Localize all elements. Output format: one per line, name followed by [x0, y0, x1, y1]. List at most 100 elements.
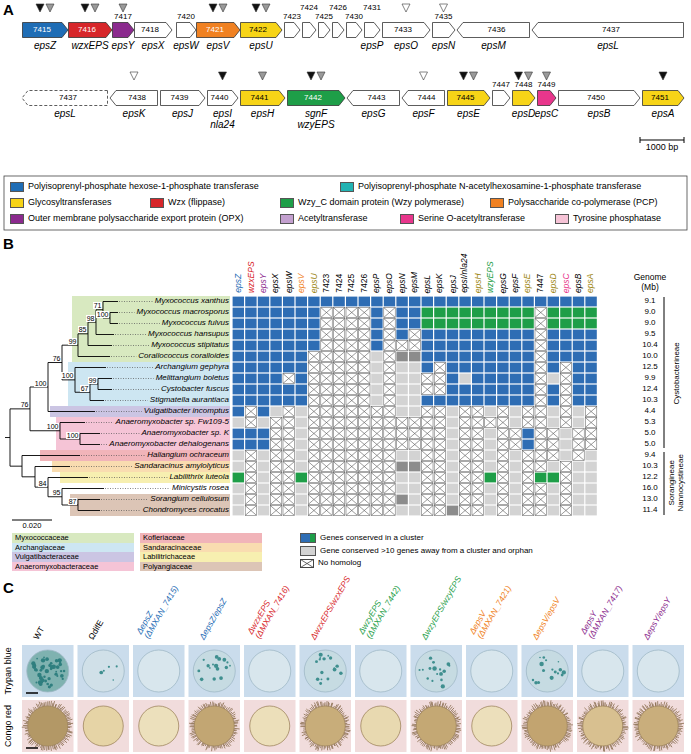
matrix-cell: [510, 440, 521, 450]
matrix-cell: [396, 429, 407, 439]
matrix-cell: [270, 297, 281, 307]
matrix-cell: [510, 484, 521, 494]
matrix-cell: [384, 341, 395, 351]
cell-fill: [434, 297, 445, 307]
cell-fill: [497, 319, 508, 329]
matrix-cell: [359, 429, 370, 439]
matrix-cell: [233, 297, 244, 307]
cell-fill: [510, 473, 521, 483]
matrix-cell: [245, 297, 256, 307]
matrix-cell: [233, 473, 244, 483]
matrix-cell: [422, 330, 433, 340]
matrix-cell: [510, 495, 521, 505]
matrix-cell: [585, 484, 596, 494]
cell-fill: [485, 440, 496, 450]
matrix-cell: [233, 396, 244, 406]
matrix-cell: [333, 506, 344, 516]
cell-fill: [245, 363, 256, 373]
cell-fill: [585, 363, 596, 373]
cell-fill: [510, 319, 521, 329]
matrix-cell: [321, 506, 332, 516]
matrix-cell: [245, 495, 256, 505]
cell-fill: [233, 473, 244, 483]
stain-spot: [229, 665, 231, 667]
matrix-cell: [548, 484, 559, 494]
matrix-cell: [459, 396, 470, 406]
matrix-cell: [346, 330, 357, 340]
matrix-cell: [422, 363, 433, 373]
matrix-cell: [422, 506, 433, 516]
cell-fill: [233, 352, 244, 362]
matrix-cell: [371, 385, 382, 395]
cell-fill: [409, 407, 420, 417]
matrix-cell: [308, 462, 319, 472]
stain-spot: [60, 674, 64, 678]
cell-fill: [447, 341, 458, 351]
matrix-cell: [573, 407, 584, 417]
trypan-colony: [22, 645, 74, 697]
cell-fill: [447, 396, 458, 406]
stain-spot: [215, 655, 219, 659]
cell-fill: [535, 297, 546, 307]
cell-fill: [459, 374, 470, 384]
matrix-cell: [548, 506, 559, 516]
cell-fill: [333, 297, 344, 307]
colony: [249, 650, 291, 692]
cell-fill: [548, 484, 559, 494]
matrix-cell: [333, 319, 344, 329]
cell-fill: [258, 484, 269, 494]
cell-fill: [548, 363, 559, 373]
matrix-cell: [422, 418, 433, 428]
cell-fill: [245, 341, 256, 351]
matrix-cell: [472, 462, 483, 472]
cell-fill: [447, 506, 458, 516]
matrix-cell: [233, 407, 244, 417]
matrix-cell: [422, 385, 433, 395]
panel-b-art: [5, 296, 664, 520]
cell-fill: [485, 506, 496, 516]
matrix-cell: [258, 451, 269, 461]
matrix-cell: [409, 385, 420, 395]
cell-fill: [258, 506, 269, 516]
matrix-cell: [573, 308, 584, 318]
matrix-cell: [283, 396, 294, 406]
matrix-cell: [573, 396, 584, 406]
matrix-cell: [296, 374, 307, 384]
matrix-cell: [270, 363, 281, 373]
matrix-cell: [371, 319, 382, 329]
matrix-cell: [472, 484, 483, 494]
stain-spot: [48, 686, 50, 688]
matrix-cell: [560, 451, 571, 461]
cell-fill: [535, 473, 546, 483]
matrix-cell: [283, 407, 294, 417]
matrix-cell: [535, 429, 546, 439]
cell-fill: [573, 374, 584, 384]
matrix-cell: [321, 484, 332, 494]
stain-spot: [112, 679, 114, 681]
matrix-cell: [560, 462, 571, 472]
matrix-cell: [346, 429, 357, 439]
matrix-cell: [472, 352, 483, 362]
matrix-cell: [396, 440, 407, 450]
matrix-cell: [396, 308, 407, 318]
matrix-cell: [447, 330, 458, 340]
stain-spot: [99, 671, 103, 675]
cell-fill: [258, 440, 269, 450]
matrix-cell: [447, 429, 458, 439]
matrix-cell: [447, 352, 458, 362]
matrix-cell: [258, 396, 269, 406]
matrix-cell: [308, 385, 319, 395]
matrix-cell: [321, 308, 332, 318]
cell-fill: [548, 418, 559, 428]
matrix-cell: [485, 385, 496, 395]
matrix-cell: [270, 418, 281, 428]
stain-spot: [116, 665, 118, 667]
cell-fill: [548, 374, 559, 384]
matrix-cell: [535, 319, 546, 329]
cell-fill: [522, 396, 533, 406]
matrix-cell: [245, 473, 256, 483]
cell-fill: [434, 330, 445, 340]
matrix-cell: [560, 506, 571, 516]
matrix-cell: [245, 429, 256, 439]
stain-spot: [197, 669, 200, 672]
